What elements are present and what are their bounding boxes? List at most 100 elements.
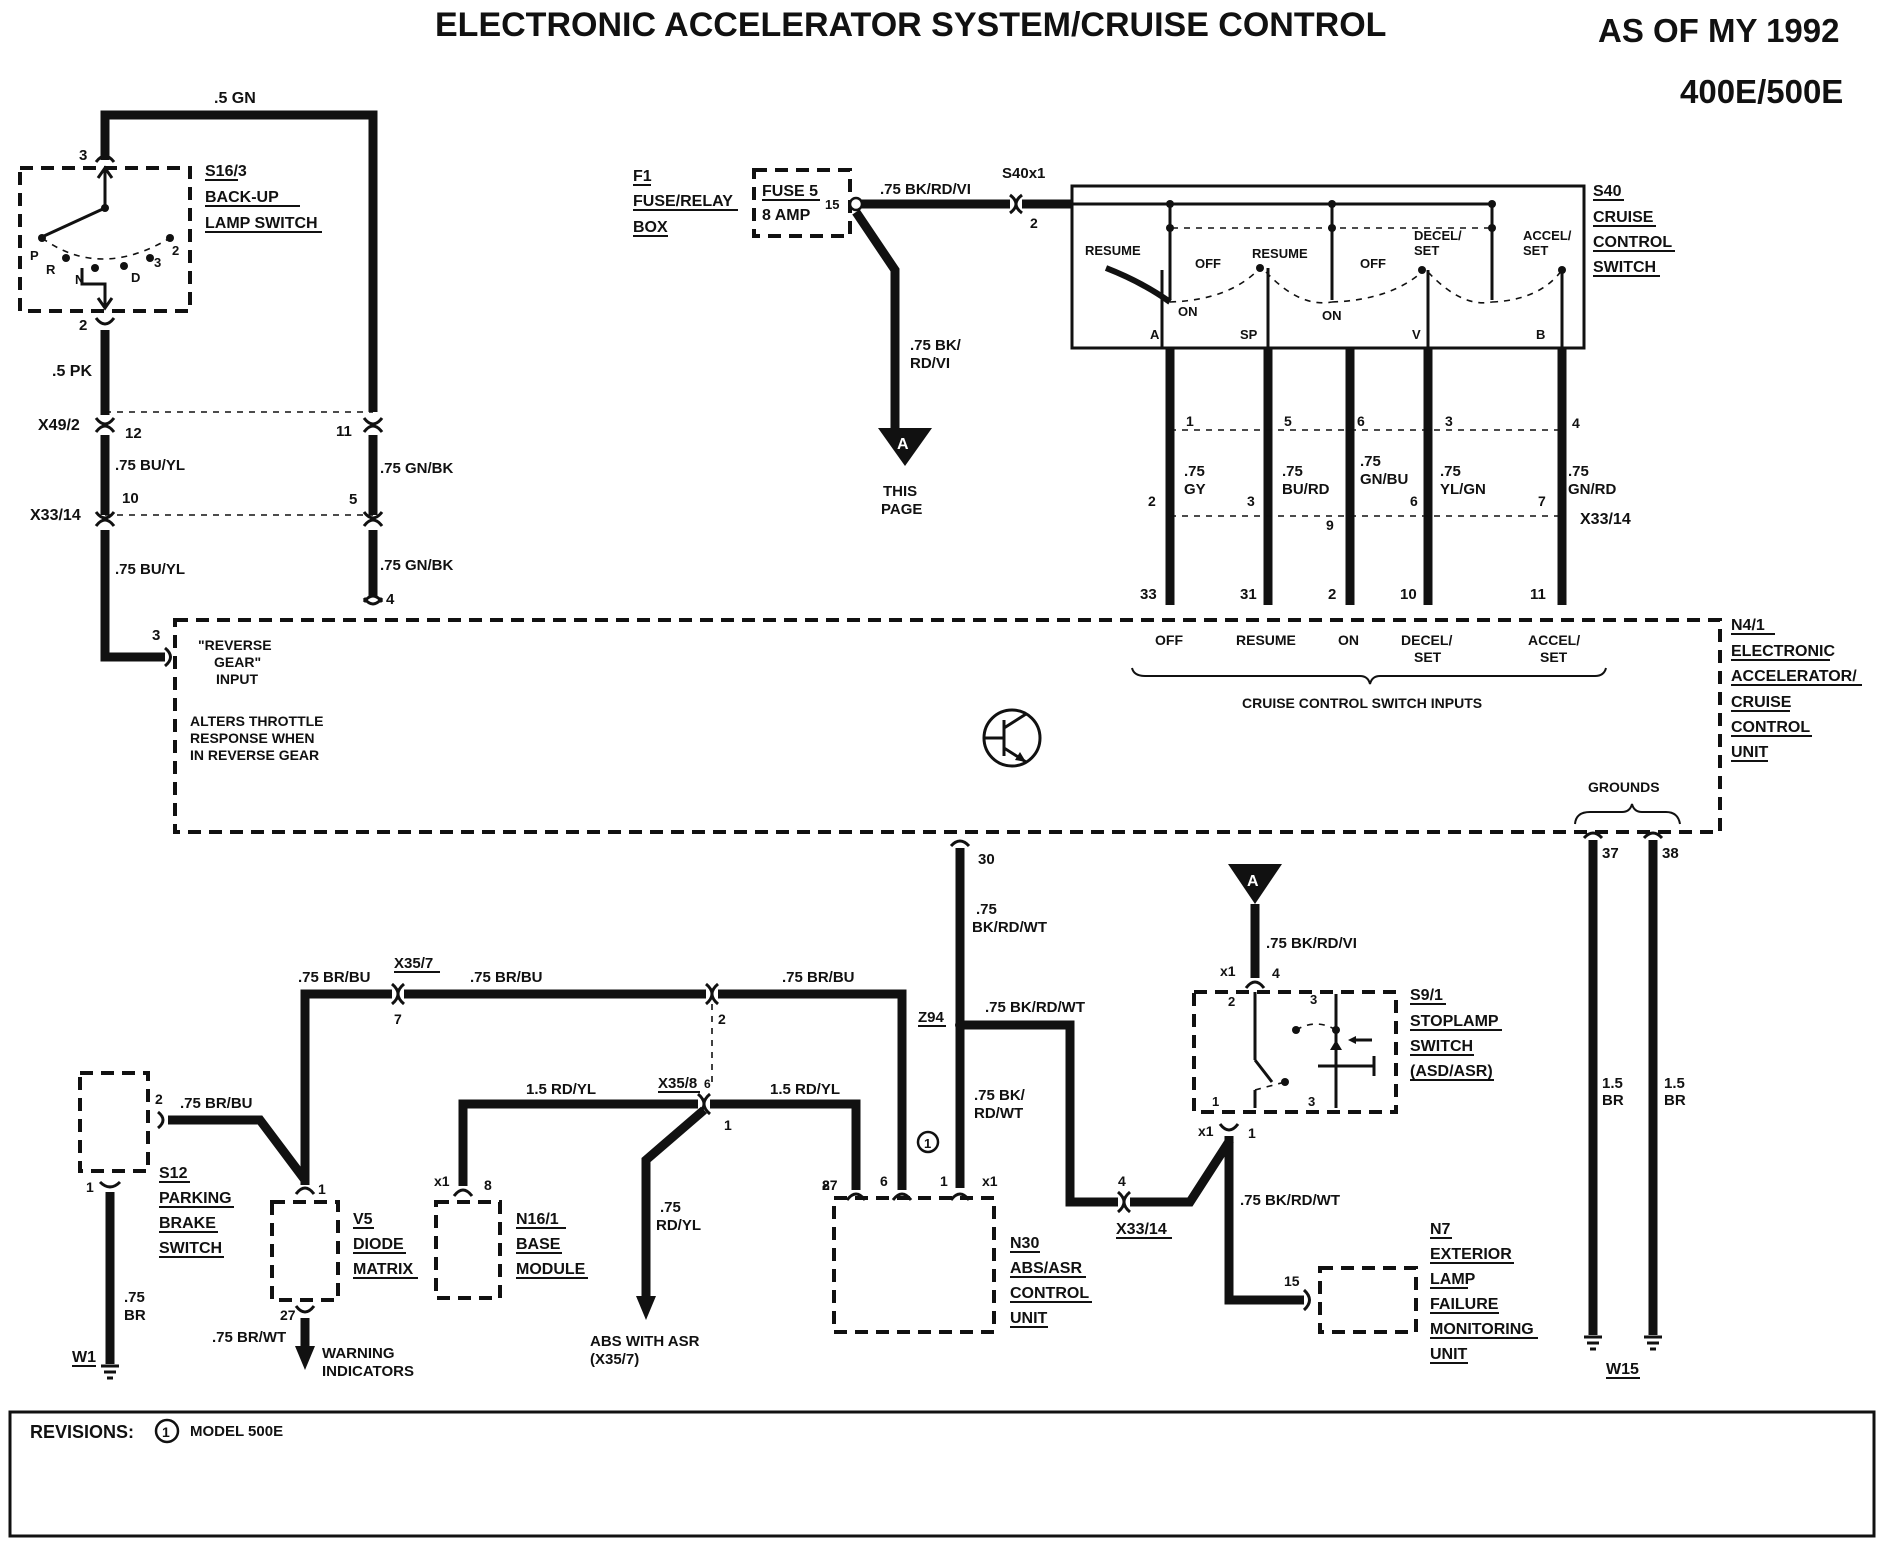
s40-lbl-accel-set: SET <box>1523 243 1548 258</box>
warning-1: WARNING <box>322 1345 395 1362</box>
diode-matrix: 1 27 V5 DIODE MATRIX <box>270 1181 418 1323</box>
s40-line1: CRUISE <box>1593 209 1654 226</box>
w15-label: W15 <box>1606 1361 1639 1378</box>
n4-1-line3: CRUISE <box>1731 694 1792 711</box>
n7-line5: UNIT <box>1430 1346 1468 1363</box>
w-bkrdwt-2: .75 BK/RD/WT <box>985 999 1085 1016</box>
pin-sw-4: 4 <box>1572 415 1580 431</box>
ref-a-top: A <box>897 436 909 453</box>
pin-n30-6: 6 <box>880 1173 888 1189</box>
s40x1-label: S40x1 <box>1002 165 1045 182</box>
switch-wires: 1 5 6 3 4 .75 GY .75 BU/RD .75 GN/BU .75… <box>1140 348 1631 605</box>
pin-sw-3: 3 <box>1445 413 1453 429</box>
wire-05-gn-label: .5 GN <box>214 90 256 107</box>
models-label: 400E/500E <box>1680 73 1843 110</box>
x49-2-label: X49/2 <box>38 417 80 434</box>
fuse-name: FUSE 5 <box>762 183 818 200</box>
pin-x33-4: 4 <box>1118 1173 1126 1189</box>
pin-sw-3b: 3 <box>1247 493 1255 509</box>
n30-x1: x1 <box>982 1173 998 1189</box>
pin-n4-2: 2 <box>1328 586 1336 603</box>
n7-id: N7 <box>1430 1221 1451 1238</box>
alters-3: IN REVERSE GEAR <box>190 747 319 763</box>
n16-x1: x1 <box>434 1173 450 1189</box>
w-gnbu-1: .75 <box>1360 453 1381 470</box>
pos-r: R <box>46 262 56 277</box>
x33-14-left-label: X33/14 <box>30 507 81 524</box>
input-on: ON <box>1338 632 1359 648</box>
w-rdyl-2: 1.5 RD/YL <box>770 1081 840 1098</box>
pin-x35-2: 2 <box>718 1011 726 1027</box>
pin-n30-27b: 8 <box>822 1177 830 1193</box>
pin-sw-1: 1 <box>1186 413 1194 429</box>
input-decel-set: SET <box>1414 649 1442 665</box>
pin-v5-2: 27 <box>280 1307 296 1323</box>
w-gnbu-2: GN/BU <box>1360 471 1408 488</box>
n4-1-line2: ACCELERATOR/ <box>1731 668 1857 685</box>
wire-abs-asr <box>641 1106 707 1300</box>
pin-sw-2b: 2 <box>1148 493 1156 509</box>
this-page-2: PAGE <box>881 501 922 518</box>
pin-n4-10: 10 <box>1400 586 1417 603</box>
n30-id: N30 <box>1010 1235 1039 1252</box>
x33-14-bottom-label: X33/14 <box>1116 1221 1167 1238</box>
pin-n4-11: 11 <box>1530 586 1546 603</box>
gnd-wire-2b: BR <box>1664 1092 1686 1109</box>
wire-bk-rd-vi-down-label2: RD/VI <box>910 355 950 372</box>
pin-n4-4: 4 <box>386 591 395 608</box>
n4-1-id: N4/1 <box>1731 617 1765 634</box>
n4-1-line4: CONTROL <box>1731 719 1810 736</box>
s40-id: S40 <box>1593 183 1622 200</box>
s9-1-line3: (ASD/ASR) <box>1410 1063 1493 1080</box>
wire-br-bu-top <box>300 989 392 1185</box>
s40-lbl-on1: ON <box>1178 304 1198 319</box>
n16-1-line1: BASE <box>516 1236 561 1253</box>
pin-s9-1: 1 <box>1212 1094 1219 1109</box>
pin-n30-8: 1 <box>940 1173 948 1189</box>
w-brwt: .75 BR/WT <box>212 1329 286 1346</box>
s40-lbl-resume1: RESUME <box>1085 243 1141 258</box>
pin-s12-1: 1 <box>86 1179 94 1195</box>
w-rdyl-1: 1.5 RD/YL <box>526 1081 596 1098</box>
wire-bu-yl-2 <box>100 530 165 662</box>
w-ylgn-2: YL/GN <box>1440 481 1486 498</box>
transistor-icon <box>982 708 1042 768</box>
wire-gn-bk-label-2: .75 GN/BK <box>380 557 454 574</box>
pin-v5-1: 1 <box>318 1181 326 1197</box>
s12-id: S12 <box>159 1165 188 1182</box>
pin-s9-2-out: 4 <box>1272 965 1280 981</box>
pin-x49-11: 11 <box>336 423 352 440</box>
pin-x35-8-1: 1 <box>724 1117 732 1133</box>
abs-asr-control-unit: 27 8 6 1 x1 1 N30 ABS/ASR CONTROL UNIT <box>822 1130 1092 1334</box>
pin-x49-12: 12 <box>125 425 142 442</box>
w-brbu-1: .75 BR/BU <box>298 969 371 986</box>
ref-a-bottom: A <box>1247 873 1259 890</box>
pin-n7-15: 15 <box>1284 1273 1300 1289</box>
s40-lbl-decel: DECEL/ <box>1414 228 1462 243</box>
gnd-wire-1a: 1.5 <box>1602 1075 1623 1092</box>
pin-n4-30: 30 <box>978 851 995 868</box>
wire-05-pk-label: .5 PK <box>52 363 92 380</box>
stoplamp-switch: S9/1 STOPLAMP SWITCH (ASD/ASR) 2 3 1 3 <box>1192 987 1502 1114</box>
ground-wires: 37 38 1.5 BR 1.5 BR W15 <box>1582 831 1686 1379</box>
s40-lbl-off2: OFF <box>1360 256 1386 271</box>
wire-bk-rd-vi-down-label1: .75 BK/ <box>910 337 962 354</box>
s9-x1-top: x1 <box>1220 963 1236 979</box>
n7-line2: LAMP <box>1430 1271 1476 1288</box>
parking-brake-switch: 2 1 S12 PARKING BRAKE SWITCH <box>78 1071 234 1258</box>
s40-term-b: B <box>1536 327 1545 342</box>
abs-asr-1: ABS WITH ASR <box>590 1333 700 1350</box>
s40-term-v: V <box>1412 327 1421 342</box>
rev-circle-ref: 1 <box>924 1136 931 1151</box>
pos-n: N <box>75 272 84 287</box>
pin-sw-7b: 7 <box>1538 493 1546 509</box>
pin-s9-1-out: 1 <box>1248 1125 1256 1141</box>
pos-2: 2 <box>172 243 179 258</box>
s9-x1-bottom: x1 <box>1198 1123 1214 1139</box>
w1-wire-b: BR <box>124 1307 146 1324</box>
w-bkrdwt-3a: .75 BK/ <box>974 1087 1026 1104</box>
x35-8-label: X35/8 <box>658 1075 697 1092</box>
s16-3-line2: LAMP SWITCH <box>205 215 318 232</box>
w-rdyl-3a: .75 <box>660 1199 681 1216</box>
